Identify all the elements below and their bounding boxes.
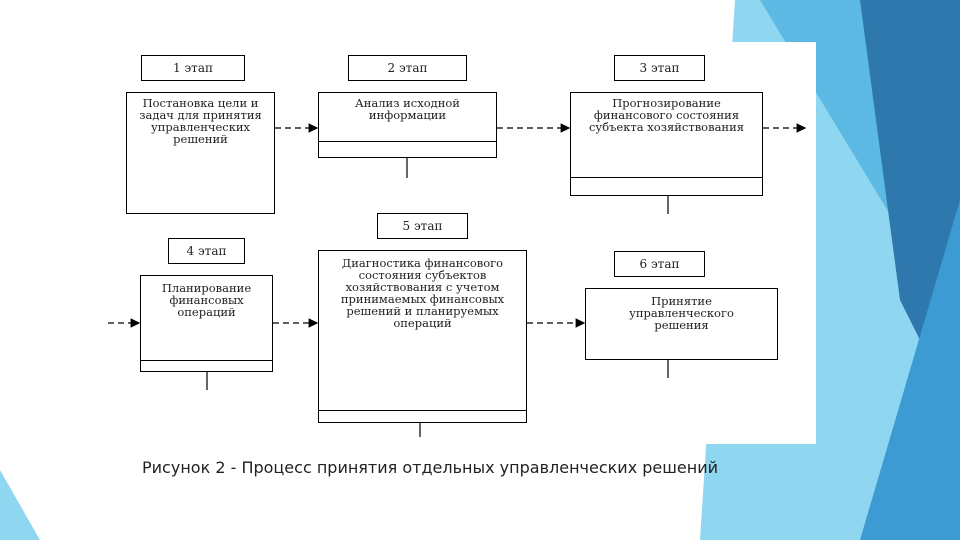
stage-6-text: Принятие управленческого решения [629,294,734,332]
stage-5-text: Диагностика финансового состояния субъек… [340,256,505,330]
stage-5-strip [319,410,526,411]
deco-triangle-bottom [860,200,960,540]
stage-5-box: Диагностика финансового состояния субъек… [318,250,527,423]
stage-6-box: Принятие управленческого решения [585,288,778,360]
stage-1-text: Постановка цели и задач для принятия упр… [139,96,262,146]
stage-3-box: Прогнозирование финансового состояния су… [570,92,763,196]
stage-5-label: 5 этап [377,213,468,239]
stage-3-label: 3 этап [614,55,705,81]
stage-2-text: Анализ исходной информации [355,96,460,122]
deco-triangle-left [0,470,40,540]
figure-caption: Рисунок 2 - Процесс принятия отдельных у… [142,458,718,477]
stage-4-box: Планирование финансовых операций [140,275,273,372]
stage-3-text: Прогнозирование финансового состояния су… [588,96,745,134]
stage-2-box: Анализ исходной информации [318,92,497,158]
stage-4-strip [141,360,272,361]
stage-4-text: Планирование финансовых операций [161,281,252,319]
stage-2-strip [319,141,496,142]
stage-1-label: 1 этап [141,55,245,81]
stage-3-strip [571,177,762,178]
stage-4-label: 4 этап [168,238,245,264]
stage-6-label: 6 этап [614,251,705,277]
stage-1-box: Постановка цели и задач для принятия упр… [126,92,275,214]
stage-2-label: 2 этап [348,55,467,81]
